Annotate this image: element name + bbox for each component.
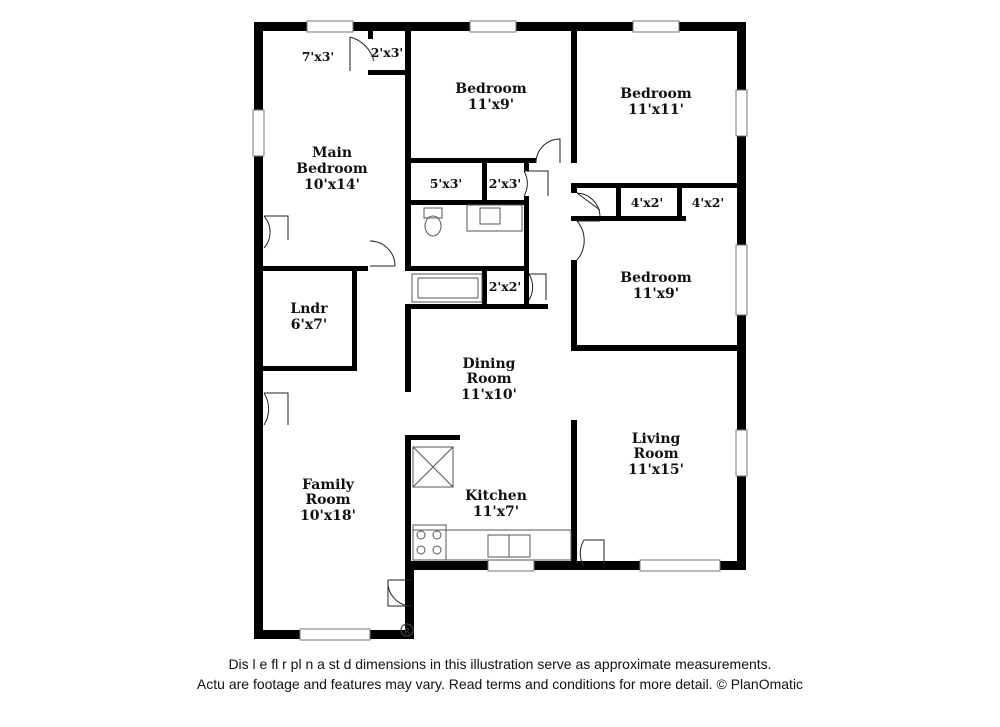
pantry-cross [412,446,454,488]
toilet-bowl [424,215,442,237]
windows [252,20,748,641]
living-room-name-line1: Living [632,431,681,447]
bathtub-inner [417,277,479,299]
fixtures [411,204,572,561]
bathtub [411,273,483,303]
closet-labels: 7'x3' 2'x3' 5'x3' 2'x3' 4'x2' 4'x2' 2'x2… [302,45,725,294]
closet-label-3: 5'x3' [430,176,463,191]
dining-room-dims: 11'x10' [461,387,517,403]
svg-text:R: R [404,627,410,636]
kitchen-name: Kitchen [465,488,527,504]
main-bedroom-dims: 10'x14' [304,177,360,193]
bedroom-2-dims: 11'x11' [628,102,684,118]
bedroom-3-name: Bedroom [620,270,692,286]
kitchen-dims: 11'x7' [473,504,519,520]
laundry-dims: 6'x7' [291,317,327,333]
disclaimer-line-2: Actu are footage and features may vary. … [196,676,804,692]
bathroom-sink [479,207,501,225]
bathroom-sink-counter [466,204,523,232]
dining-room-name-line1: Dining [463,356,516,372]
living-room-name-line2: Room [633,446,678,462]
bedroom-3-dims: 11'x9' [633,286,679,302]
interior-walls [263,31,746,570]
pantry [412,446,454,488]
bedroom-1-name: Bedroom [455,81,527,97]
family-room-name-line2: Room [305,492,350,508]
closet-label-6: 4'x2' [692,195,725,210]
closet-label-1: 7'x3' [302,49,335,64]
closet-label-5: 4'x2' [631,195,664,210]
doors [263,36,605,607]
dining-room-name-line2: Room [466,371,511,387]
main-bedroom-name-line1: Main [312,145,352,161]
laundry-name: Lndr [290,301,328,317]
disclaimer-line-1: Dis l e fl r pl n a st d dimensions in t… [228,656,772,672]
kitchen-counter [412,529,572,561]
closet-label-7: 2'x2' [489,279,522,294]
bedroom-1-dims: 11'x9' [468,97,514,113]
bedroom-2-name: Bedroom [620,86,692,102]
room-labels: Main Bedroom 10'x14' Bedroom 11'x9' Bedr… [290,81,691,524]
closet-label-4: 2'x3' [489,176,522,191]
main-bedroom-name-line2: Bedroom [296,161,368,177]
family-room-name-line1: Family [302,477,355,493]
toilet [423,207,443,219]
family-room-dims: 10'x18' [300,508,356,524]
planomatic-logo: R [400,623,414,637]
closet-label-2: 2'x3' [371,45,404,60]
living-room-dims: 11'x15' [628,462,684,478]
